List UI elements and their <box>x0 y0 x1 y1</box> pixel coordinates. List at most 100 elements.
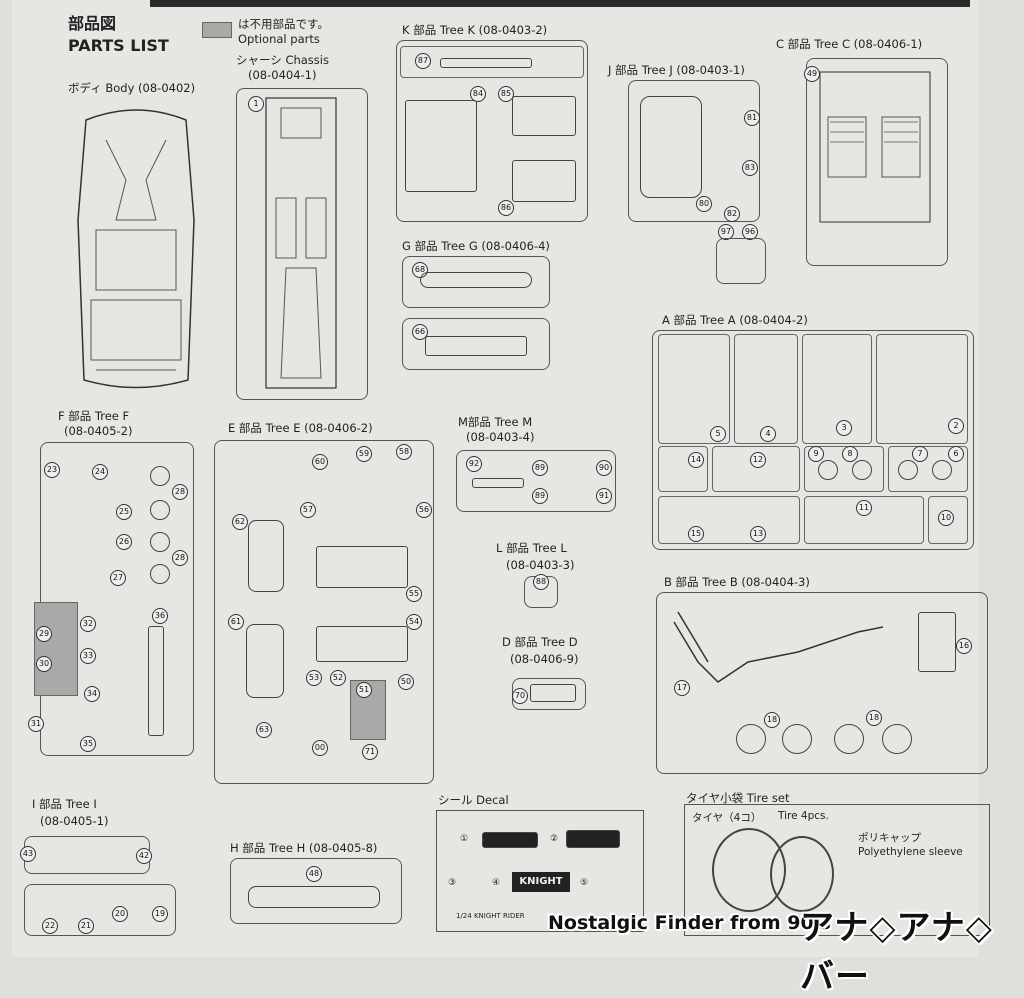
part-shape <box>425 336 527 356</box>
part-number: 82 <box>724 206 740 222</box>
tree-a-cell <box>734 334 798 444</box>
part-number: 52 <box>330 670 346 686</box>
part-number: 17 <box>674 680 690 696</box>
interior-tub-drawing <box>819 71 931 223</box>
decal-num-2: ② <box>550 834 559 844</box>
tree-e-frame <box>214 440 434 784</box>
part-number: 32 <box>80 616 96 632</box>
part-number: 9 <box>808 446 824 462</box>
tree-b-label: B 部品 Tree B (08-0404-3) <box>664 575 810 589</box>
top-banner <box>150 0 970 7</box>
part-number: 49 <box>804 66 820 82</box>
tree-b-frame <box>656 592 988 774</box>
decal-num-3: ③ <box>448 878 457 888</box>
part-number: 29 <box>36 626 52 642</box>
part-shape <box>440 58 532 68</box>
part-number: 54 <box>406 614 422 630</box>
part-number: 88 <box>533 574 549 590</box>
part-number: 26 <box>116 534 132 550</box>
tree-f-frame <box>40 442 194 756</box>
title-ja: 部品図 <box>68 14 117 33</box>
part-number: 31 <box>28 716 44 732</box>
part-shape <box>882 724 912 754</box>
tree-a-cell <box>712 446 800 492</box>
tireset-title: タイヤ小袋 Tire set <box>686 791 790 805</box>
part-number: 34 <box>84 686 100 702</box>
part-number: 5 <box>710 426 726 442</box>
part-number: 81 <box>744 110 760 126</box>
tree-a-cell <box>888 446 968 492</box>
tree-e-label: E 部品 Tree E (08-0406-2) <box>228 421 373 435</box>
part-shape <box>512 160 576 202</box>
part-shape <box>472 478 524 488</box>
decal-sheet <box>436 810 644 932</box>
watermark-text: Nostalgic Finder from 90's <box>548 912 831 934</box>
part-number: 6 <box>948 446 964 462</box>
cap-en: Polyethylene sleeve <box>858 846 963 858</box>
decal-title: シール Decal <box>438 793 509 807</box>
body-label: ボディ Body (08-0402) <box>68 81 196 95</box>
tree-a-cell <box>658 446 708 492</box>
part-shape <box>852 460 872 480</box>
part-number: 97 <box>718 224 734 240</box>
tree-h-label: H 部品 Tree H (08-0405-8) <box>230 841 378 855</box>
title-en: PARTS LIST <box>68 36 169 55</box>
part-number: 90 <box>596 460 612 476</box>
optional-swatch <box>202 22 232 38</box>
part-shape <box>248 520 284 592</box>
part-number: 10 <box>938 510 954 526</box>
chassis-code: (08-0404-1) <box>248 68 317 82</box>
tree-g-lower <box>402 318 550 370</box>
part-number: 20 <box>112 906 128 922</box>
part-shape <box>316 546 408 588</box>
part-number: 96 <box>742 224 758 240</box>
part-shape <box>530 684 576 702</box>
body-drawing <box>77 109 195 389</box>
tree-a-frame <box>652 330 974 550</box>
part-shape <box>246 624 284 698</box>
legend-ja: は不用部品です。 <box>238 17 329 31</box>
tree-i-label: I 部品 Tree I <box>32 797 97 811</box>
tree-d-code: (08-0406-9) <box>510 652 579 666</box>
part-number: 83 <box>742 160 758 176</box>
tree-m-frame <box>456 450 616 512</box>
part-number: 13 <box>750 526 766 542</box>
part-number: 18 <box>764 712 780 728</box>
tree-c-frame <box>806 58 948 266</box>
part-shape <box>932 460 952 480</box>
part-shape <box>150 564 170 584</box>
tree-m-code: (08-0403-4) <box>466 430 535 444</box>
part-number: 11 <box>856 500 872 516</box>
part-number: 3 <box>836 420 852 436</box>
decal-part <box>566 830 620 848</box>
tree-k-label: K 部品 Tree K (08-0403-2) <box>402 23 548 37</box>
watermark-logo: アナ◇アナ◇バー <box>800 908 993 997</box>
tireset-box <box>684 804 990 936</box>
part-number: 86 <box>498 200 514 216</box>
decal-footer: 1/24 KNIGHT RIDER <box>456 912 525 920</box>
part-number: 91 <box>596 488 612 504</box>
part-number: 53 <box>306 670 322 686</box>
part-shape <box>248 886 380 908</box>
tree-c-label: C 部品 Tree C (08-0406-1) <box>776 37 923 51</box>
part-number: 27 <box>110 570 126 586</box>
part-number: 50 <box>398 674 414 690</box>
decal-part <box>482 832 538 848</box>
part-shape <box>148 626 164 736</box>
part-number: 70 <box>512 688 528 704</box>
part-number: 59 <box>356 446 372 462</box>
tree-m-label: M部品 Tree M <box>458 415 533 429</box>
part-number: 1 <box>248 96 264 112</box>
cap-ja: ポリキャップ <box>858 832 921 844</box>
decal-num-1: ① <box>460 834 469 844</box>
part-number: 33 <box>80 648 96 664</box>
part-number: 71 <box>362 744 378 760</box>
part-shape <box>150 466 170 486</box>
knight-plate: KNIGHT <box>512 872 570 892</box>
decal-num-5: ⑤ <box>580 878 589 888</box>
part-number: 8 <box>842 446 858 462</box>
part-number: 63 <box>256 722 272 738</box>
tree-j-sub <box>716 238 766 284</box>
tree-l-code: (08-0403-3) <box>506 558 575 572</box>
part-number: 28 <box>172 550 188 566</box>
